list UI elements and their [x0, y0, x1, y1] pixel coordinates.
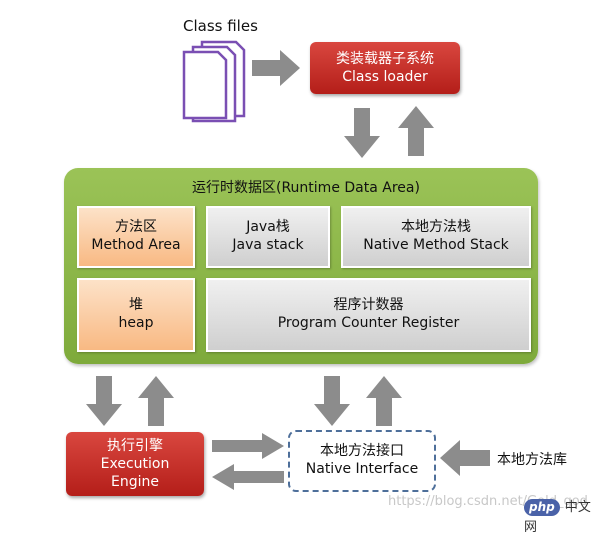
native-interface-label-en: Native Interface — [305, 461, 419, 477]
class-loader-box: 类装载器子系统 Class loader — [310, 42, 460, 94]
native-interface-label-cn: 本地方法接口 — [320, 443, 404, 459]
execution-engine-label-cn: 执行引擎 — [107, 438, 163, 454]
method-area-box: 方法区 Method Area — [77, 206, 195, 268]
arrow-left-icon — [440, 440, 490, 476]
heap-label-cn: 堆 — [129, 297, 143, 313]
heap-box: 堆 heap — [77, 278, 195, 352]
class-loader-label-en: Class loader — [342, 69, 428, 85]
method-area-label-en: Method Area — [91, 237, 181, 253]
arrow-up-icon — [366, 376, 402, 426]
native-method-stack-label-cn: 本地方法栈 — [401, 219, 471, 235]
heap-label-en: heap — [118, 315, 154, 331]
arrow-down-icon — [86, 376, 122, 426]
arrow-right-icon — [252, 50, 300, 86]
java-stack-label-en: Java stack — [232, 237, 304, 253]
class-loader-label-cn: 类装载器子系统 — [336, 51, 434, 67]
native-method-stack-label-en: Native Method Stack — [363, 237, 509, 253]
program-counter-register-label-en: Program Counter Register — [277, 315, 460, 331]
execution-engine-label-en-1: Execution — [100, 456, 170, 472]
arrow-up-icon — [138, 376, 174, 426]
java-stack-box: Java栈 Java stack — [206, 206, 330, 268]
class-files-icon — [182, 40, 246, 123]
arrow-right-icon — [212, 433, 284, 459]
arrow-down-icon — [344, 108, 380, 158]
native-library-label: 本地方法库 — [497, 452, 567, 468]
arrow-down-icon — [314, 376, 350, 426]
execution-engine-box: 执行引擎 Execution Engine — [66, 432, 204, 496]
watermark-logo: php 中文网 — [524, 496, 596, 535]
method-area-label-cn: 方法区 — [115, 219, 157, 235]
arrow-up-icon — [398, 106, 434, 156]
class-files-label: Class files — [183, 17, 258, 35]
native-interface-box: 本地方法接口 Native Interface — [288, 430, 436, 492]
program-counter-register-box: 程序计数器 Program Counter Register — [206, 278, 531, 352]
java-stack-label-cn: Java栈 — [246, 219, 290, 235]
native-method-stack-box: 本地方法栈 Native Method Stack — [341, 206, 531, 268]
watermark-logo-badge: php — [524, 499, 560, 516]
arrow-left-icon — [212, 464, 284, 490]
program-counter-register-label-cn: 程序计数器 — [333, 297, 404, 313]
runtime-data-area-title: 运行时数据区(Runtime Data Area) — [192, 180, 420, 196]
execution-engine-label-en-2: Engine — [111, 474, 159, 490]
